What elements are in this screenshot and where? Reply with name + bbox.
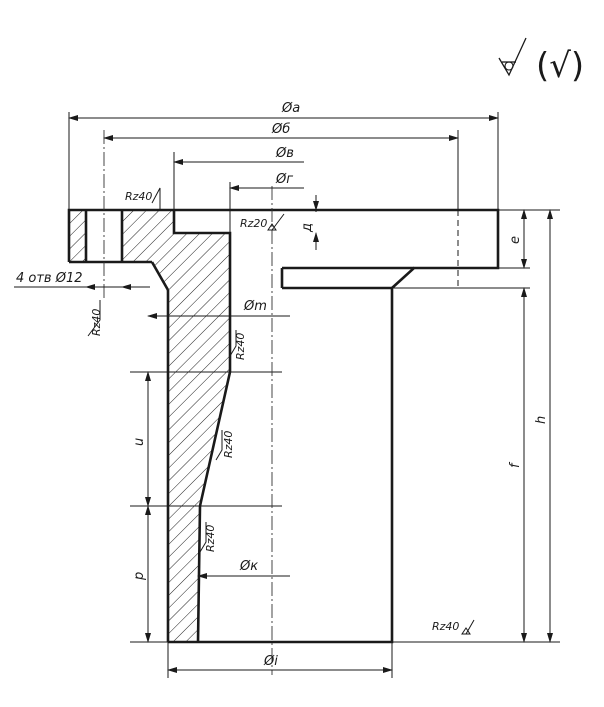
roughness-parenthetical: (√) — [536, 46, 584, 86]
roughness-check-icon — [498, 37, 527, 77]
roughness-bore-upper: Rz40 — [229, 330, 247, 360]
svg-text:Rz20: Rz20 — [240, 217, 267, 230]
roughness-top-left: Rz40 — [125, 187, 161, 210]
dim-f: f — [508, 461, 523, 468]
section-hatch-wall — [122, 210, 230, 642]
dim-phi-b: Øб — [271, 122, 290, 137]
roughness-bore-lower: Rz40 — [199, 522, 217, 553]
roughness-bottom-right: Rz40 — [432, 619, 475, 635]
svg-text:Rz40: Rz40 — [432, 620, 459, 633]
dim-p: p — [132, 572, 147, 581]
svg-text:Rz40: Rz40 — [90, 309, 103, 336]
svg-text:Rz40: Rz40 — [125, 190, 152, 203]
section-hatch-flange-left — [69, 210, 86, 262]
dim-phi-k: Øк — [239, 559, 258, 574]
dim-phi-v: Øв — [275, 146, 294, 161]
roughness-top-mid: Rz20 — [240, 213, 285, 231]
dim-holes: 4 отв Ø12 — [16, 271, 83, 286]
dim-phi-a: Øa — [281, 101, 300, 116]
roughness-flange-under: Rz40 — [87, 300, 103, 337]
dim-phi-m: Øm — [243, 299, 267, 314]
dimension-lines — [14, 115, 553, 673]
general-roughness-symbol: (√) — [498, 37, 584, 86]
dim-d: д — [300, 223, 315, 233]
svg-text:Rz40: Rz40 — [234, 333, 247, 360]
dim-h: h — [534, 416, 549, 424]
svg-text:Rz40: Rz40 — [204, 525, 217, 552]
part-outline — [67, 208, 500, 644]
dim-e: e — [508, 236, 523, 244]
roughness-taper: Rz40 — [215, 430, 235, 461]
dim-phi-g: Øг — [275, 172, 293, 187]
svg-text:Rz40: Rz40 — [222, 431, 235, 458]
dim-phi-i: Øi — [263, 654, 278, 669]
dim-u: u — [132, 438, 147, 446]
